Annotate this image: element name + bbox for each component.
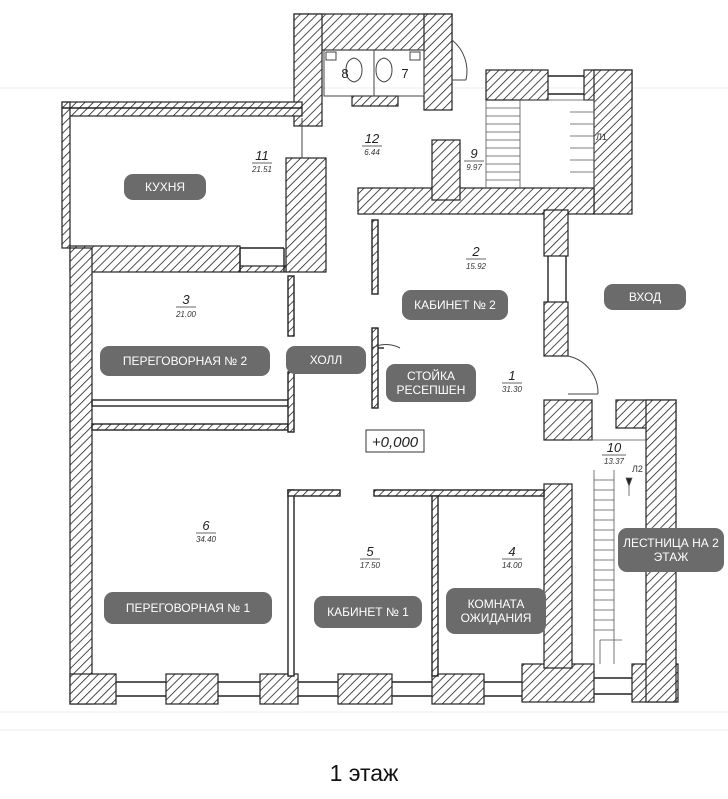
room-area: 9.97	[466, 163, 482, 172]
label-kitchen: КУХНЯ	[124, 174, 206, 200]
room-area: 15.92	[466, 262, 487, 271]
room-area: 31.30	[502, 385, 523, 394]
staircase-9	[485, 99, 595, 188]
room-1: 1 31.30	[502, 368, 523, 394]
stair-label-l1: Л1	[596, 132, 607, 142]
label-meeting-room-1: ПЕРЕГОВОРНАЯ № 1	[104, 592, 272, 624]
room-10: 10 13.37	[602, 440, 626, 466]
room-number: 6	[202, 518, 210, 533]
room-number: 2	[471, 244, 480, 259]
staircase-10	[572, 439, 646, 664]
wc-number-8: 8	[341, 66, 348, 81]
room-area: 34.40	[196, 535, 217, 544]
room-area: 21.51	[251, 165, 272, 174]
label-staircase: ЛЕСТНИЦА НА 2 ЭТАЖ	[618, 528, 724, 572]
level-mark-box	[365, 429, 425, 453]
room-2: 2 15.92	[466, 244, 487, 271]
label-entrance: ВХОД	[604, 284, 686, 310]
label-meeting-room-2: ПЕРЕГОВОРНАЯ № 2	[100, 346, 270, 376]
room-area: 21.00	[175, 310, 197, 319]
room-number: 5	[366, 544, 374, 559]
floor-title: 1 этаж	[329, 760, 399, 786]
wc-number-7: 7	[401, 66, 408, 81]
stair-label-l2: Л2	[632, 464, 643, 474]
room-3: 3 21.00	[175, 292, 197, 319]
room-number: 11	[255, 148, 269, 163]
room-number: 12	[365, 131, 380, 146]
room-numbers: 11 21.51 12 6.44 9 9.97 2 15.92 3 21.00 …	[175, 131, 626, 570]
label-reception: СТОЙКА РЕСЕПШЕН	[386, 364, 476, 402]
room-number: 10	[607, 440, 622, 455]
room-area: 14.00	[502, 561, 523, 570]
room-area: 17.50	[360, 561, 381, 570]
room-12: 12 6.44	[362, 131, 382, 157]
label-hall: ХОЛЛ	[286, 346, 366, 374]
room-5: 5 17.50	[360, 544, 381, 570]
label-waiting-room: КОМНАТА ОЖИДАНИЯ	[446, 588, 546, 634]
room-number: 3	[182, 292, 190, 307]
room-number: 4	[508, 544, 515, 559]
room-number: 1	[508, 368, 515, 383]
door-swings	[301, 39, 599, 395]
label-office-1: КАБИНЕТ № 1	[314, 596, 422, 628]
room-4: 4 14.00	[502, 544, 523, 570]
room-number: 9	[470, 146, 477, 161]
walls	[61, 13, 679, 705]
room-6: 6 34.40	[196, 518, 217, 544]
room-area: 13.37	[604, 457, 625, 466]
room-11: 11 21.51	[251, 148, 272, 174]
level-mark: +0,000	[372, 434, 419, 451]
wc-fixtures	[323, 49, 425, 97]
partitions	[62, 75, 632, 697]
room-9: 9 9.97	[464, 146, 484, 172]
label-office-2: КАБИНЕТ № 2	[402, 290, 508, 320]
room-area: 6.44	[364, 148, 380, 157]
